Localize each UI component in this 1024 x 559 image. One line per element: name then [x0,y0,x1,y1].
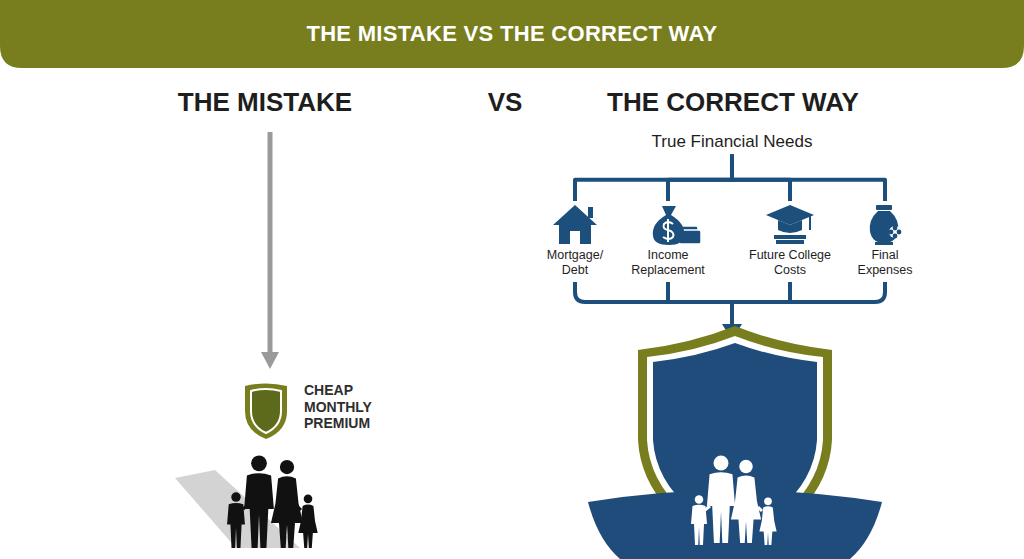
bracket-connector [668,154,732,201]
column-heading: VS [488,87,523,118]
down-arrow [261,132,279,369]
needs-heading: True Financial Needs [648,132,817,152]
heading-text: True Financial Needs [652,132,813,152]
title: THE MISTAKE VS THE CORRECT WAY [306,21,717,47]
bracket-connector [575,154,732,201]
shield-with-text: CHEAP MONTHLY PREMIUM [240,382,386,432]
need-label: Future College Costs [744,203,836,278]
family-inside-shield [691,455,777,545]
protection-shield [588,326,882,559]
title-banner [0,0,1024,68]
need-label: Income Replacement [626,203,710,278]
bracket-connector [732,154,885,201]
merge-lines [575,282,885,326]
column-heading: THE CORRECT WAY [607,87,859,118]
house-icon [553,205,597,244]
column-heading: THE MISTAKE [178,87,352,118]
need-item: Final Expenses [852,203,918,278]
small-shield [242,379,290,441]
family-silhouette [227,455,318,548]
need-item: Income Replacement [626,203,710,278]
need-item: Mortgage/ Debt [539,203,611,278]
money-bag-icon [653,206,701,245]
need-label: Final Expenses [852,203,918,278]
urn-icon [870,205,902,245]
need-label: Mortgage/ Debt [539,203,611,278]
premium-text: CHEAP MONTHLY PREMIUM [304,382,386,432]
need-item: Future College Costs [744,203,836,278]
graduation-cap-icon [766,205,814,244]
